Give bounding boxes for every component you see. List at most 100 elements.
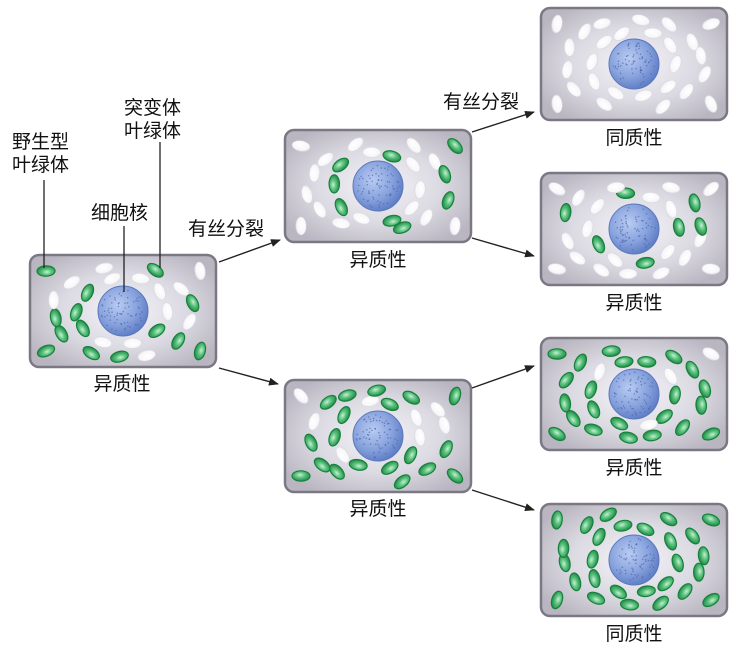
nucleus-dot <box>380 179 383 182</box>
nucleus-dot <box>645 59 647 61</box>
nucleus-dot <box>632 56 634 58</box>
mutant-chloroplast <box>661 181 681 194</box>
nucleus-dot <box>370 169 373 172</box>
nucleus-dot <box>634 227 636 230</box>
nucleus-dot <box>368 438 371 441</box>
nucleus-dot <box>360 193 363 195</box>
nucleus-dot <box>628 547 630 549</box>
wild-type-chloroplast <box>613 519 633 532</box>
nucleus-dot <box>616 226 618 229</box>
nucleus <box>608 368 660 420</box>
mutant-chloroplast <box>566 81 582 97</box>
nucleus-dot <box>368 431 371 433</box>
nucleus-dot <box>371 174 374 177</box>
mutant-chloroplast <box>194 261 206 281</box>
nucleus-dot <box>637 228 639 231</box>
mutant-chloroplast <box>660 244 676 260</box>
nucleus-dot <box>369 177 371 180</box>
nucleus-dot <box>617 407 619 409</box>
nucleus-dot <box>379 437 381 439</box>
nucleus-dot <box>393 447 396 449</box>
nucleus-dot <box>649 396 651 399</box>
nucleus-dot <box>399 185 401 188</box>
nucleus-dot <box>389 428 392 431</box>
nucleus-dot <box>620 232 622 235</box>
gen2-2-caption: 异质性 <box>605 292 663 314</box>
nucleus-dot <box>376 164 379 167</box>
wild-type-chloroplast <box>348 458 368 471</box>
nucleus-dot <box>108 307 110 310</box>
nucleus-dot <box>652 566 655 569</box>
wild-type-label-line1: 野生型 <box>12 131 70 153</box>
nucleus-dot <box>378 187 381 189</box>
gen1-top-caption: 异质性 <box>349 249 407 271</box>
mutant-chloroplast <box>577 23 592 41</box>
wild-type-chloroplast <box>669 385 681 405</box>
wild-type-chloroplast <box>657 576 674 592</box>
nucleus-dot <box>368 190 370 192</box>
nucleus-dot <box>396 190 398 192</box>
mutant-chloroplast <box>593 262 610 277</box>
nucleus-dot <box>615 380 618 383</box>
mutant-chloroplast <box>665 200 677 219</box>
nucleus-dot <box>381 421 384 424</box>
nucleus-dot <box>629 405 632 408</box>
nucleus-dot <box>358 178 361 180</box>
mutant-chloroplast <box>607 252 623 268</box>
nucleus-dot <box>639 71 642 74</box>
nucleus-dot <box>384 184 387 187</box>
wild-type-chloroplast <box>652 595 669 611</box>
nucleus-dot <box>375 172 377 175</box>
nucleus-dot <box>641 568 643 570</box>
nucleus-dot <box>635 576 638 578</box>
nucleus-dot <box>625 239 628 242</box>
nucleus-dot <box>639 66 642 69</box>
nucleus-dot <box>620 407 622 409</box>
nucleus-dot <box>137 300 139 302</box>
wild-type-chloroplast <box>659 512 678 527</box>
nucleus-dot <box>361 190 364 193</box>
wild-type-chloroplast <box>392 221 412 235</box>
nucleus-dot <box>622 234 625 236</box>
nucleus-dot <box>626 232 629 234</box>
nucleus-dot <box>116 314 118 316</box>
nucleus-dot <box>631 407 633 410</box>
nucleus-dot <box>372 196 374 199</box>
wild-type-chloroplast <box>447 137 463 155</box>
nucleus-dot <box>619 569 621 571</box>
nucleus-dot <box>650 59 652 62</box>
nucleus-dot <box>643 75 645 78</box>
nucleus-dot <box>386 174 389 177</box>
nucleus-dot <box>629 380 632 382</box>
nucleus-dot <box>383 422 386 424</box>
nucleus-dot <box>642 73 644 76</box>
nucleus-dot <box>369 427 371 430</box>
nucleus-dot <box>385 420 388 422</box>
wild-type-chloroplast <box>547 348 567 360</box>
nucleus-dot <box>644 61 646 63</box>
nucleus-dot <box>358 184 360 187</box>
nucleus-dot <box>372 198 375 200</box>
division-arrow <box>471 237 535 258</box>
wild-type-chloroplast <box>418 462 437 476</box>
mutant-chloroplast <box>548 182 566 196</box>
wild-type-chloroplast <box>334 198 348 217</box>
nucleus-dot <box>384 452 387 455</box>
nucleus-dot <box>628 47 630 50</box>
wild-type-chloroplast <box>569 572 582 592</box>
gen2-4-caption: 同质性 <box>605 623 663 645</box>
nucleus-dot <box>613 395 616 398</box>
wild-type-chloroplast <box>671 553 684 573</box>
nucleus-dot <box>378 431 380 434</box>
nucleus-dot <box>638 230 640 232</box>
nucleus-dot <box>383 425 386 427</box>
mutant-chloroplast <box>590 198 606 215</box>
nucleus-dot <box>119 312 121 315</box>
wild-type-chloroplast <box>642 429 662 442</box>
nucleus-dot <box>367 434 370 436</box>
nucleus-dot <box>626 209 629 212</box>
nucleus-dot <box>126 296 129 299</box>
nucleus-dot <box>639 566 642 568</box>
nucleus-dot <box>632 249 634 251</box>
wild-type-chloroplast <box>146 262 164 278</box>
